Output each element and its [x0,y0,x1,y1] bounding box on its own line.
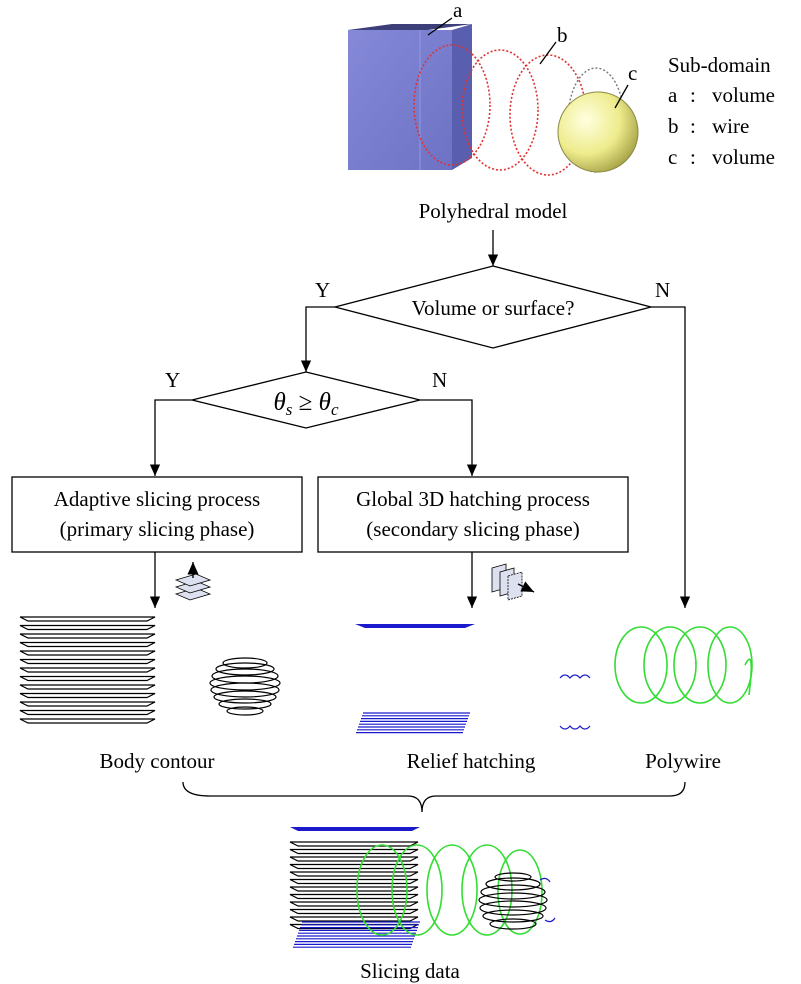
final-contour-layer [289,916,419,922]
label-c: c [628,61,637,85]
polywire-caption: Polywire [645,749,721,773]
arrow-angle-no [420,399,478,476]
subdomain-key-a: a [668,83,678,107]
decision-angle-text: θs ≥ θc [274,389,339,419]
global-line2: (secondary slicing phase) [366,517,579,541]
decision-angle: θs ≥ θc [191,371,421,429]
decision-volume-no-label: N [655,278,670,302]
hatching-planes-icon [491,563,535,601]
merge-brace [182,781,686,813]
subdomain-sep-b: : [690,114,696,138]
polyhedral-model-illustration: a b c [348,0,639,176]
label-leader-c [614,84,629,109]
contour-layer [19,641,156,648]
contour-layer [19,718,156,724]
decision-volume-or-surface: Volume or surface? [332,265,654,349]
decision-volume-yes-label: Y [315,278,330,302]
final-contour-layer [289,886,419,892]
slicing-layers-icon [174,562,212,601]
arrow-angle-yes [149,399,192,476]
decision-volume-text: Volume or surface? [412,296,575,320]
final-contour-layer [289,848,419,855]
subdomain-legend: Sub-domain a : volume b : wire c : volum… [668,53,775,169]
relief-hatching-top [355,624,475,628]
final-sphere [478,872,556,930]
contour-layer [19,675,156,682]
global-line1: Global 3D hatching process [356,487,590,511]
subdomain-sep-a: : [690,83,696,107]
final-contour-layer [289,871,419,877]
subdomain-key-b: b [668,114,679,138]
relief-hatching-arcs [559,674,591,730]
contour-layer [19,633,156,639]
label-a: a [453,0,463,22]
body-contour-sphere [209,657,281,716]
decision-angle-no-label: N [432,368,447,392]
final-contour-layer [289,841,419,847]
sphere-volume-c [557,91,639,173]
final-contour-layer [289,901,419,907]
final-contour-layer [289,878,419,885]
label-leader-b [539,41,557,65]
body-contour-stack [19,616,156,724]
subdomain-title: Sub-domain [668,53,771,77]
slicing-data-illustration [289,827,556,948]
contour-layer [19,624,156,631]
subdomain-value-b: wire [712,114,749,138]
polyhedral-model-caption: Polyhedral model [419,199,568,223]
final-contour-layer [289,893,419,900]
adaptive-slicing-process-box: Adaptive slicing process (primary slicin… [11,476,303,553]
contour-layer [19,684,156,690]
contour-layer [19,692,156,699]
final-contour-layer [289,856,419,862]
relief-hatching-caption: Relief hatching [407,749,536,773]
contour-layer [19,616,156,622]
relief-hatching-bottom [356,712,470,734]
cube-volume-a [348,24,472,170]
slicing-data-caption: Slicing data [360,959,460,983]
subdomain-sep-c: : [690,145,696,169]
contour-layer [19,650,156,656]
arrow-volume-yes [300,306,335,372]
adaptive-line1: Adaptive slicing process [54,487,260,511]
polywire-helix [614,626,753,704]
arrow-volume-no [651,306,691,608]
decision-angle-yes-label: Y [165,368,180,392]
contour-layer [19,658,156,665]
final-contour-layer [289,863,419,870]
subdomain-value-a: volume [712,83,775,107]
label-b: b [557,23,568,47]
final-contour-layer [289,908,419,915]
subdomain-value-c: volume [712,145,775,169]
contour-layer [19,667,156,673]
contour-layer [19,701,156,707]
global-hatching-process-box: Global 3D hatching process (secondary sl… [317,476,629,553]
label-leader-a [427,17,453,36]
body-contour-caption: Body contour [100,749,215,773]
adaptive-line2: (primary slicing phase) [60,517,255,541]
contour-layer [19,709,156,716]
subdomain-key-c: c [668,145,677,169]
